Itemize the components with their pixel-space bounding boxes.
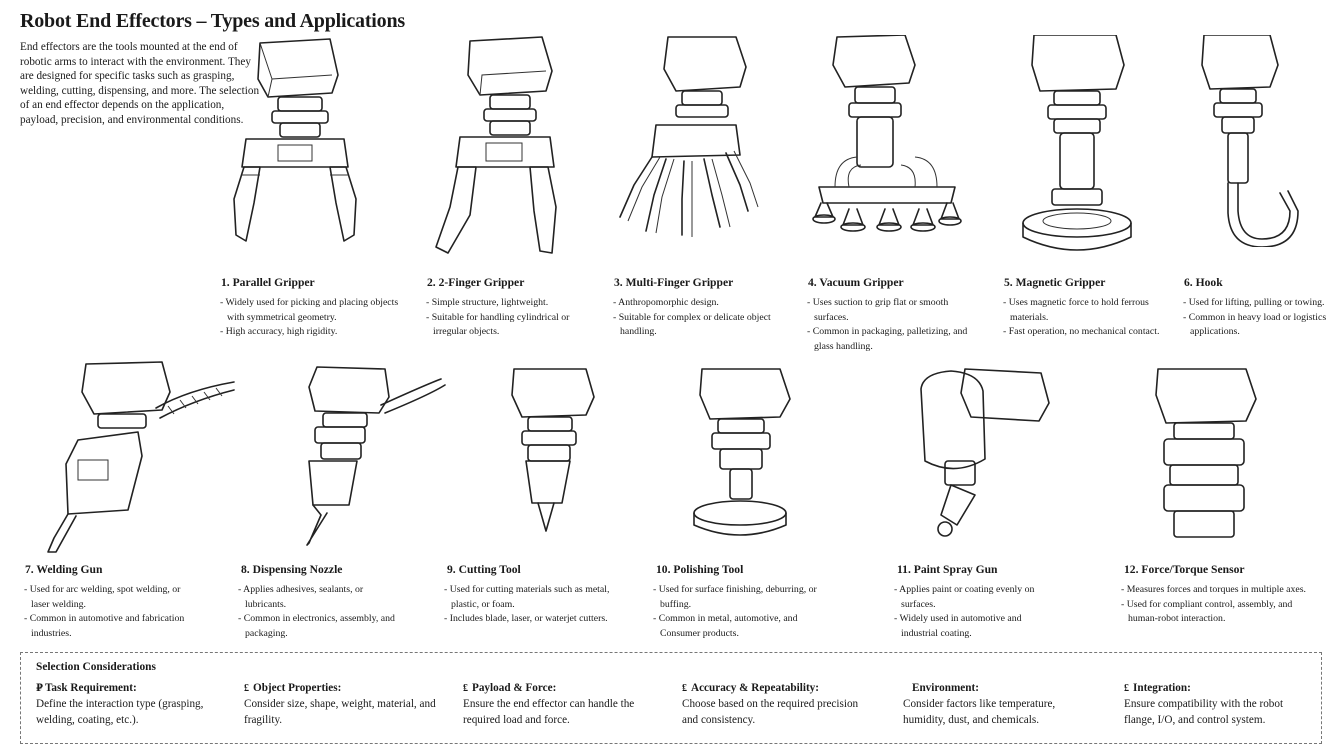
effector-label: 4. Vacuum Gripper: [808, 276, 904, 289]
multi-finger-gripper-icon: [612, 35, 762, 245]
consideration-item: ₤Accuracy & Repeatability: Choose based …: [682, 682, 859, 726]
consideration-item: ₽Task Requirement: Define the interactio…: [36, 682, 204, 726]
effector-label: 5. Magnetic Gripper: [1004, 276, 1106, 289]
effector-description: - Simple structure, lightweight.- Suitab…: [426, 297, 570, 338]
effector-description: - Applies adhesives, sealants, or lubric…: [238, 584, 395, 639]
effector-description: - Uses suction to grip flat or smooth su…: [807, 297, 968, 352]
dispensing-nozzle-icon: [285, 365, 455, 547]
intro-paragraph: End effectors are the tools mounted at t…: [20, 41, 260, 126]
effector-label: 2. 2-Finger Gripper: [427, 276, 525, 289]
effector-description: - Used for arc welding, spot welding, or…: [24, 584, 185, 639]
checkbox-icon: ₽: [36, 682, 43, 694]
selection-title: Selection Considerations: [36, 661, 156, 673]
effector-description: - Used for lifting, pulling or towing.- …: [1183, 297, 1327, 338]
effector-description: - Anthropomorphic design.- Suitable for …: [613, 297, 771, 338]
effector-description: - Widely used for picking and placing ob…: [220, 297, 399, 338]
cutting-tool-icon: [500, 365, 620, 535]
effector-label: 12. Force/Torque Sensor: [1124, 563, 1245, 576]
page-title: Robot End Effectors – Types and Applicat…: [20, 10, 405, 32]
checkbox-icon: ₤: [682, 682, 687, 694]
checkbox-icon: £: [1124, 682, 1129, 694]
polishing-tool-icon: [690, 365, 810, 545]
selection-considerations-panel: Selection Considerations ₽Task Requireme…: [20, 652, 1322, 744]
effector-label: 7. Welding Gun: [25, 563, 103, 576]
effector-label: 10. Polishing Tool: [656, 563, 744, 576]
effector-label: 11. Paint Spray Gun: [897, 563, 998, 576]
consideration-item: £Object Properties: Consider size, shape…: [244, 682, 436, 726]
effector-label: 6. Hook: [1184, 276, 1223, 289]
effector-description: - Used for surface finishing, deburring,…: [653, 584, 817, 639]
consideration-item: Environment: Consider factors like tempe…: [903, 682, 1056, 726]
effector-label: 8. Dispensing Nozzle: [241, 563, 343, 576]
effector-description: - Used for cutting materials such as met…: [444, 584, 610, 625]
effector-label: 9. Cutting Tool: [447, 563, 521, 576]
effector-description: - Measures forces and torques in multipl…: [1121, 584, 1306, 625]
magnetic-gripper-icon: [1020, 35, 1160, 257]
hook-icon: [1200, 35, 1310, 247]
paint-spray-gun-icon: [915, 365, 1060, 547]
consideration-item: £Integration: Ensure compatibility with …: [1124, 682, 1284, 726]
parallel-gripper-icon: [220, 35, 370, 250]
effector-label: 1. Parallel Gripper: [221, 276, 315, 289]
effector-label: 3. Multi-Finger Gripper: [614, 276, 734, 289]
welding-gun-icon: [38, 360, 238, 555]
force-torque-sensor-icon: [1150, 365, 1280, 543]
consideration-item: ₤Payload & Force: Ensure the end effecto…: [463, 682, 635, 726]
effector-description: - Uses magnetic force to hold ferrous ma…: [1003, 297, 1160, 338]
checkbox-icon: £: [244, 682, 249, 694]
vacuum-gripper-icon: [805, 35, 970, 245]
checkbox-icon: ₤: [463, 682, 468, 694]
two-finger-gripper-icon: [430, 35, 580, 257]
effector-description: - Applies paint or coating evenly on sur…: [894, 584, 1035, 639]
